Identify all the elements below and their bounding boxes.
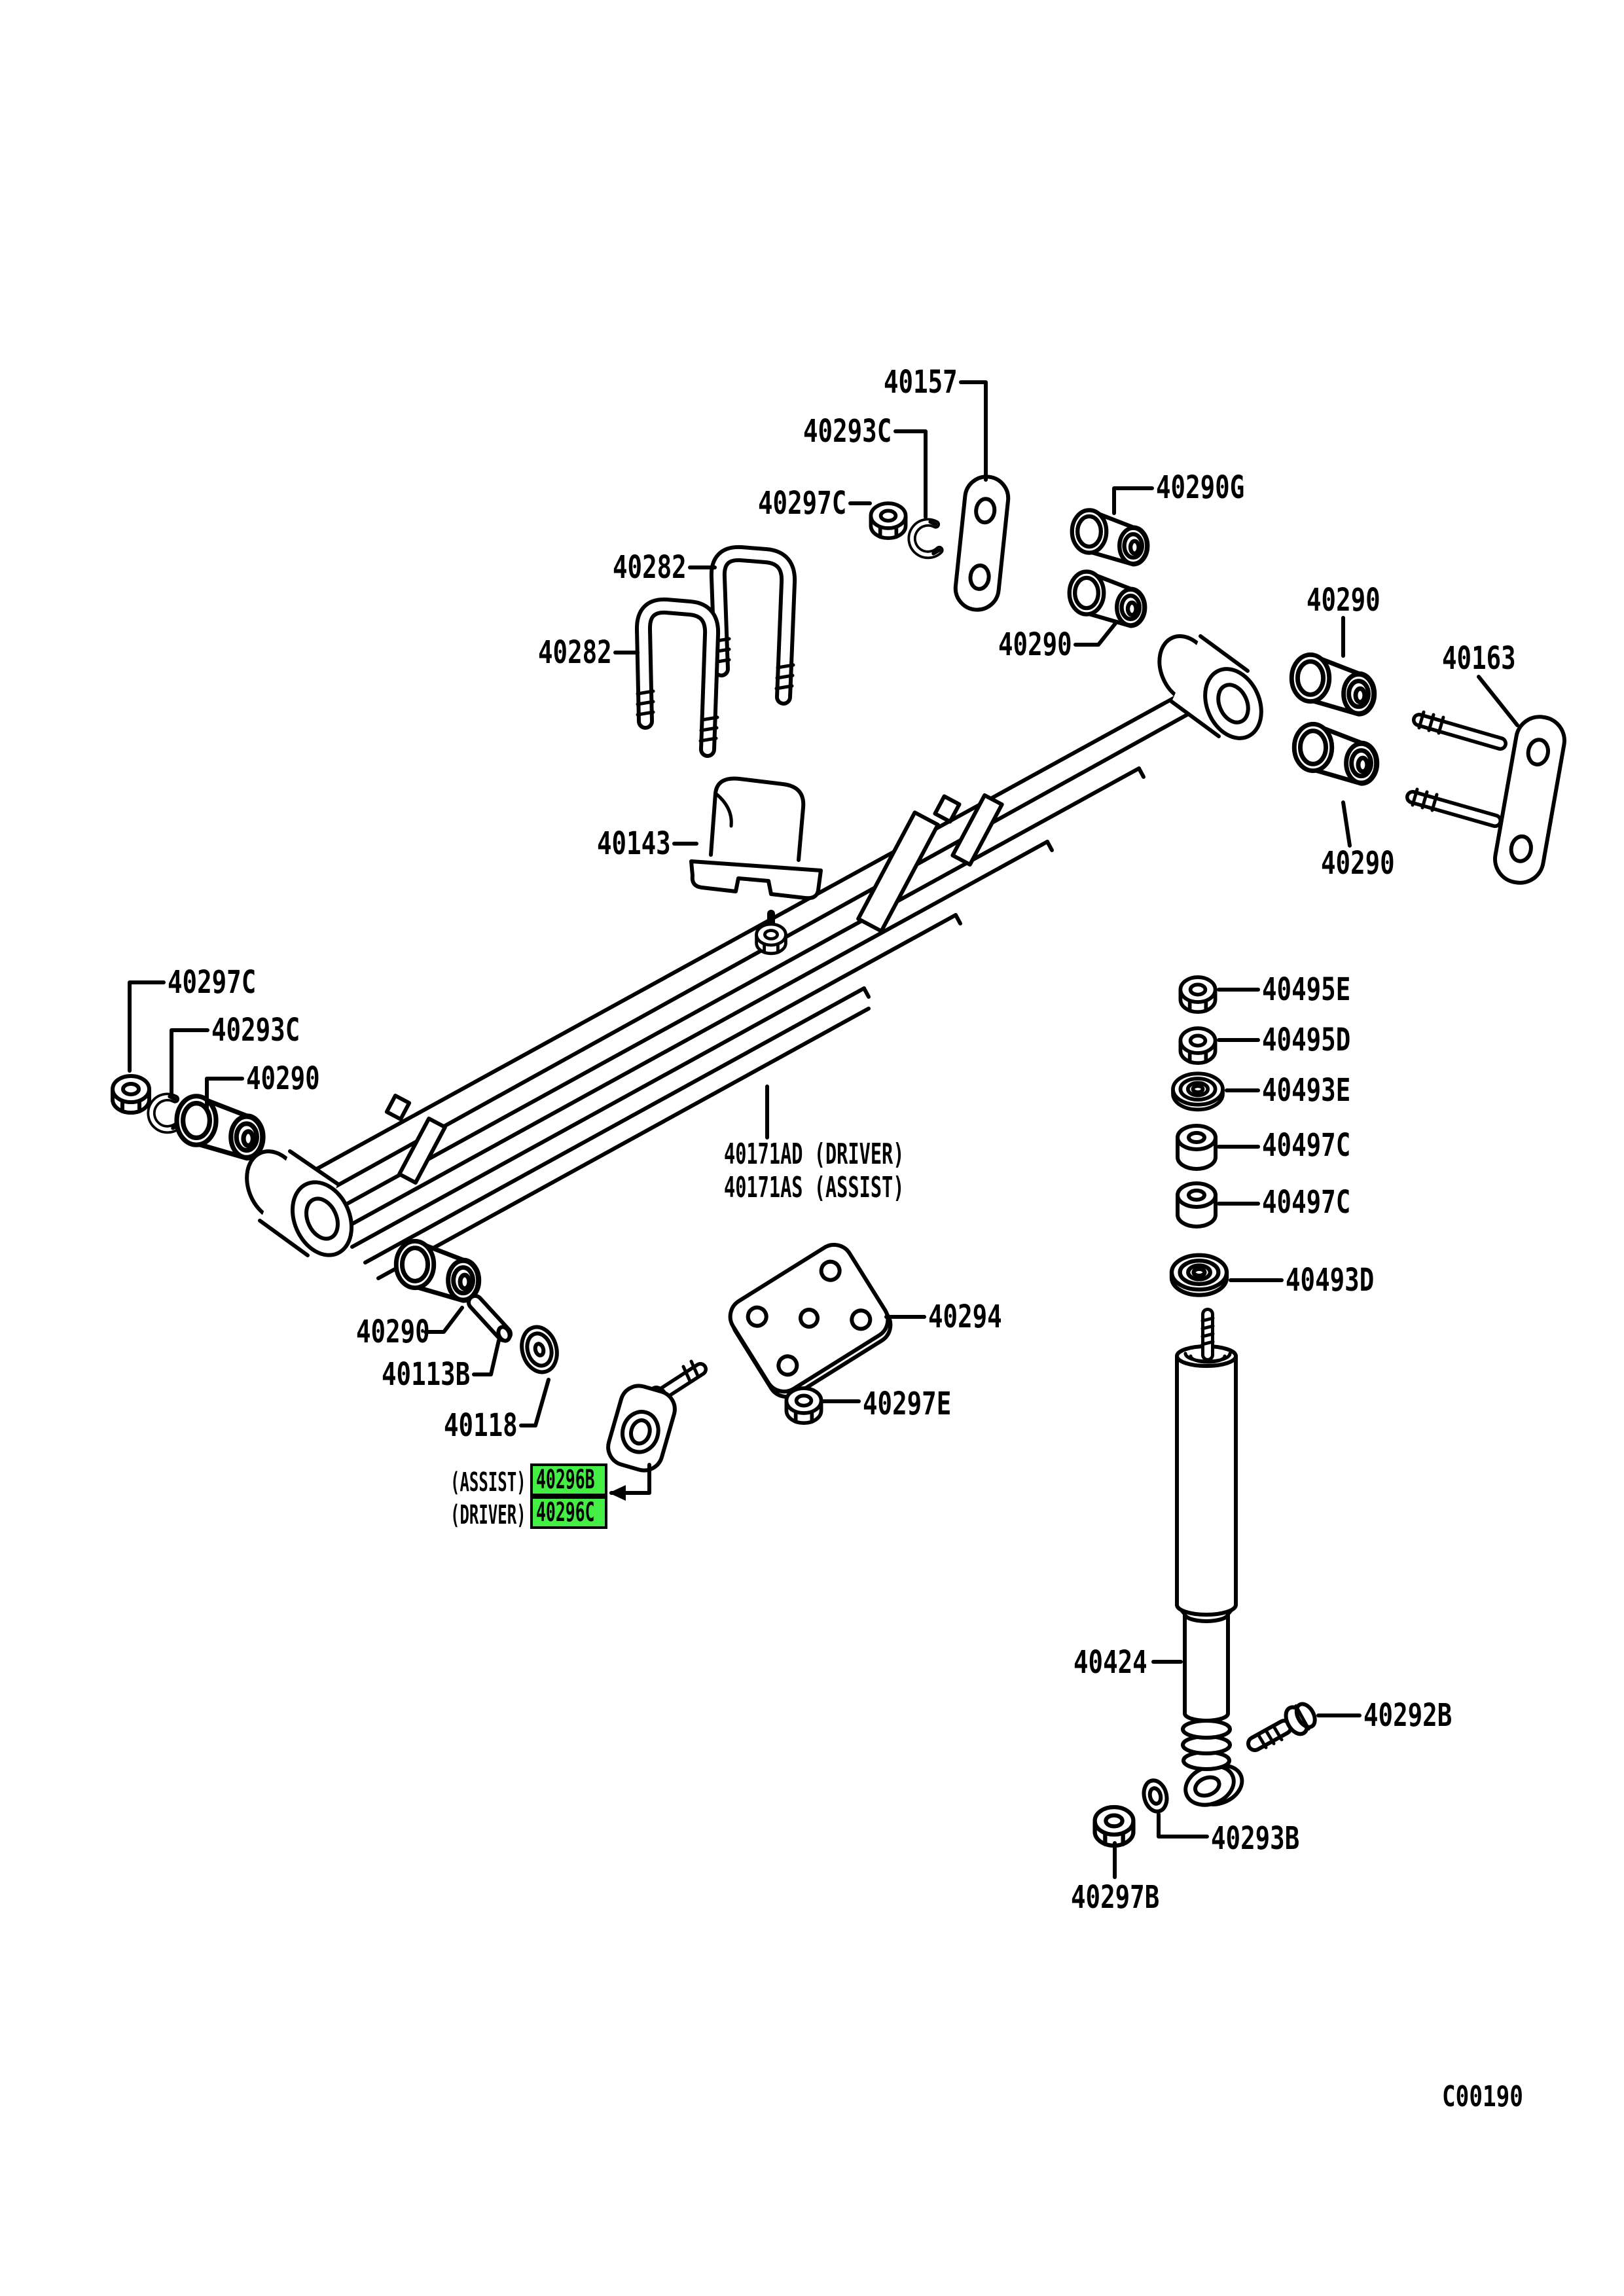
washer-40293B <box>1142 1778 1169 1814</box>
bushing-40497C-lower <box>1178 1183 1216 1227</box>
driver-prefix-label: (DRIVER) <box>450 1500 526 1530</box>
part-label-40493E[interactable]: 40493E <box>1262 1072 1351 1109</box>
part-label-40292B[interactable]: 40292B <box>1363 1697 1453 1734</box>
shackle-plate-40157 <box>953 475 1011 612</box>
part-label-40293C-left[interactable]: 40293C <box>211 1012 300 1049</box>
part-label-40282-upper[interactable]: 40282 <box>613 549 687 586</box>
part-label-40171AD-driver[interactable]: 40171AD (DRIVER) <box>724 1138 905 1171</box>
part-label-40495D[interactable]: 40495D <box>1262 1022 1351 1058</box>
bushing-40290-right-lower <box>1294 724 1377 783</box>
part-label-40157[interactable]: 40157 <box>884 364 958 401</box>
part-label-40424[interactable]: 40424 <box>1074 1644 1147 1681</box>
bushing-40290-left <box>177 1096 263 1158</box>
bushing-40290-shackle <box>1070 571 1146 626</box>
shackle-pin-40296 <box>606 1359 708 1473</box>
part-label-40297C-top[interactable]: 40297C <box>758 485 847 522</box>
part-label-40296C-text: 40296C <box>536 1498 595 1528</box>
u-bolt-left <box>635 597 721 758</box>
part-label-40171AS-assist[interactable]: 40171AS (ASSIST) <box>724 1171 905 1204</box>
part-label-40495E[interactable]: 40495E <box>1262 971 1351 1008</box>
diagram-code: C00190 <box>1442 2080 1523 2113</box>
pin-40113B <box>467 1294 513 1343</box>
part-label-40297B[interactable]: 40297B <box>1071 1879 1160 1916</box>
bushing-40497C-upper <box>1178 1126 1216 1169</box>
part-label-40143[interactable]: 40143 <box>597 825 671 862</box>
bolt-40292B <box>1246 1702 1317 1752</box>
u-bolt-right <box>709 545 797 706</box>
part-label-40290-bottom[interactable]: 40290 <box>356 1314 430 1350</box>
part-label-40296B-highlighted[interactable]: 40296B <box>530 1463 607 1496</box>
assist-prefix-label: (ASSIST) <box>450 1467 526 1498</box>
part-label-40290G[interactable]: 40290G <box>1156 469 1245 506</box>
part-label-40163[interactable]: 40163 <box>1442 640 1516 677</box>
part-label-40113B[interactable]: 40113B <box>382 1356 471 1393</box>
shackle-40163 <box>1405 710 1566 885</box>
leader-arrowhead <box>609 1485 626 1501</box>
bushing-40290-bottom <box>396 1241 479 1300</box>
nut-40495E <box>1180 977 1215 1012</box>
nut-40495D <box>1180 1028 1215 1063</box>
part-label-40493D[interactable]: 40493D <box>1286 1262 1375 1299</box>
center-bolt-nut <box>757 924 786 954</box>
bump-stop <box>689 776 823 901</box>
clip-40293C-left <box>149 1096 179 1131</box>
part-label-40290-shackle[interactable]: 40290 <box>998 626 1072 663</box>
retainer-40493E <box>1173 1073 1223 1109</box>
part-label-40297E[interactable]: 40297E <box>863 1386 952 1422</box>
washer-40118 <box>520 1325 559 1374</box>
part-label-40296C-highlighted[interactable]: 40296C <box>530 1496 607 1529</box>
part-label-40290-right-lower[interactable]: 40290 <box>1321 845 1395 882</box>
clip-40293C-top <box>910 521 940 556</box>
part-label-40297C-left[interactable]: 40297C <box>168 964 257 1001</box>
part-label-40293C-top[interactable]: 40293C <box>803 413 892 450</box>
part-label-40497C-upper[interactable]: 40497C <box>1262 1127 1351 1164</box>
part-label-40294[interactable]: 40294 <box>928 1299 1002 1335</box>
nut-40297C-top <box>871 503 905 538</box>
retainer-40493D <box>1172 1255 1227 1295</box>
part-label-40290-left[interactable]: 40290 <box>246 1060 320 1097</box>
nut-40297E <box>786 1388 821 1423</box>
leaf-spring-assembly <box>245 634 1263 1280</box>
nut-40297C-left <box>113 1076 149 1113</box>
bushing-40290-right-upper <box>1291 655 1375 714</box>
bushing-40290G <box>1072 510 1148 564</box>
leader-lines <box>128 380 1519 1879</box>
spring-seat-plate-40294 <box>728 1242 893 1399</box>
nut-40297B <box>1095 1807 1134 1846</box>
part-label-40118[interactable]: 40118 <box>444 1407 518 1444</box>
part-label-40282-lower[interactable]: 40282 <box>538 634 612 671</box>
part-label-40497C-lower[interactable]: 40497C <box>1262 1184 1351 1221</box>
part-label-40290-right-upper[interactable]: 40290 <box>1307 582 1380 619</box>
shock-absorber <box>1175 1308 1244 1807</box>
part-label-40293B[interactable]: 40293B <box>1211 1820 1300 1857</box>
part-label-40296B-text: 40296B <box>536 1465 595 1495</box>
